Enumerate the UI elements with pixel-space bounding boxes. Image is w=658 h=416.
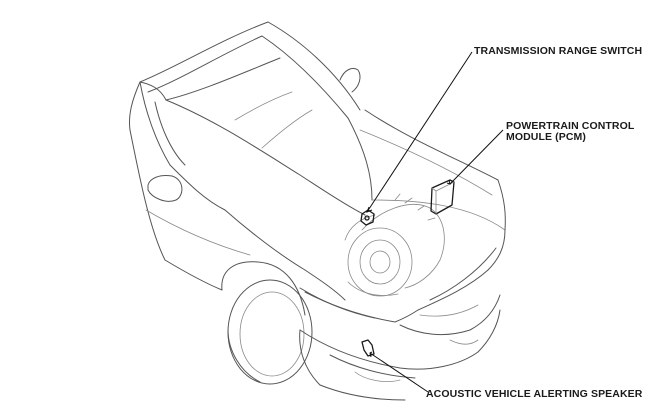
pcm-label-line1: POWERTRAIN CONTROL <box>506 120 635 132</box>
pcm-label-line2: MODULE (PCM) <box>506 131 586 143</box>
car-body <box>129 21 506 401</box>
acoustic-speaker-label: ACOUSTIC VEHICLE ALERTING SPEAKER <box>426 388 643 400</box>
transmission-range-switch-label: TRANSMISSION RANGE SWITCH <box>474 45 643 57</box>
transmission-assembly <box>344 193 445 297</box>
pcm-part <box>430 179 455 215</box>
leader-lines <box>366 51 504 393</box>
speaker-part <box>361 339 375 357</box>
